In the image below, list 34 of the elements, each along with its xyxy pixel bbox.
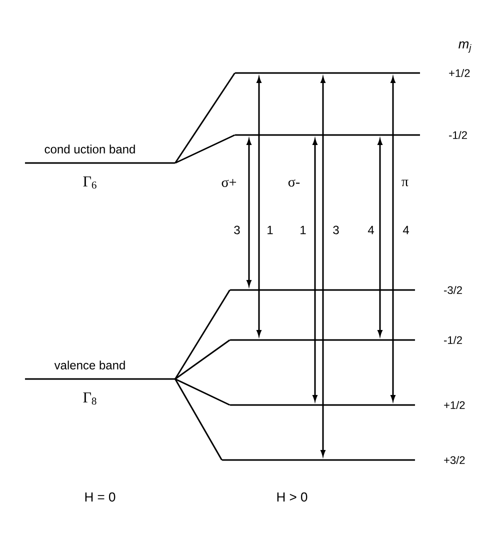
field-label: H > 0 [277,492,308,502]
splitting-line [174,339,230,380]
edge-label: 4 [402,224,410,236]
band-label: cond uction band [44,144,135,154]
edge-label: 4 [366,224,376,236]
edge-label: 3 [332,224,340,236]
splitting-line [174,290,230,380]
transition-arrow [320,77,326,456]
level-label: -1/2 [449,130,467,140]
polarization-label: π [402,180,408,186]
transition-arrow [246,139,252,286]
level-label: -1/2 [444,336,462,344]
level-label: +1/2 [444,400,465,410]
band-symbol: Γ$_{6}$ [83,176,96,189]
level-label: +1/2 [449,68,470,78]
splitting-line [174,378,222,460]
transition-arrow [256,77,262,336]
transition-arrow [312,139,318,401]
axis-label: m$_{j}$ [458,41,472,53]
transition-arrow [378,139,382,336]
level-label: +3/2 [444,456,465,464]
edge-label: 1 [298,224,308,236]
edge-label: 1 [266,224,274,236]
polarization-label: σ+ [222,178,236,188]
splitting-line [174,134,236,164]
splitting-line [174,72,236,164]
field-label: H = 0 [85,492,116,502]
band-label: valence band [54,360,125,370]
polarization-label: σ- [288,179,300,187]
band-symbol: Γ$_{8}$ [83,392,96,405]
transition-arrow [390,77,396,401]
edge-label: 3 [232,224,242,236]
level-label: -3/2 [444,286,462,294]
splitting-line [174,378,230,406]
